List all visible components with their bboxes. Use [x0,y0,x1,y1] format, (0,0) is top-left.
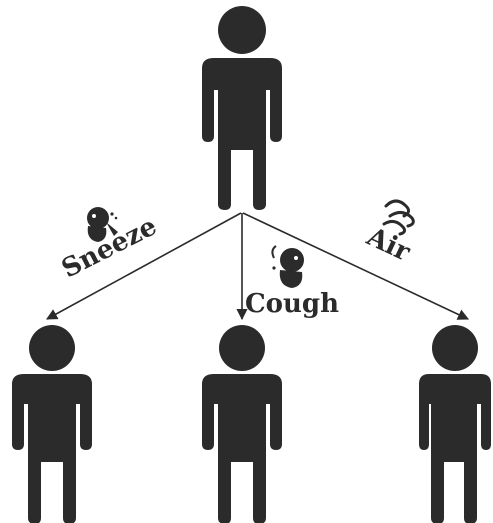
route-label-air: Air [361,221,415,267]
source-person-icon [202,6,282,210]
air-arrow [242,212,470,320]
coughing-face-icon [271,245,304,288]
sneezing-face-icon [87,207,118,242]
route-label-sneeze: Sneeze [57,211,162,284]
sneeze-arrow [46,212,242,320]
air-swirl-icon [382,199,415,236]
target-person-left-icon [12,325,92,523]
target-person-center-icon [202,325,282,523]
route-label-cough: Cough [245,289,339,319]
target-person-right-icon [419,325,491,523]
